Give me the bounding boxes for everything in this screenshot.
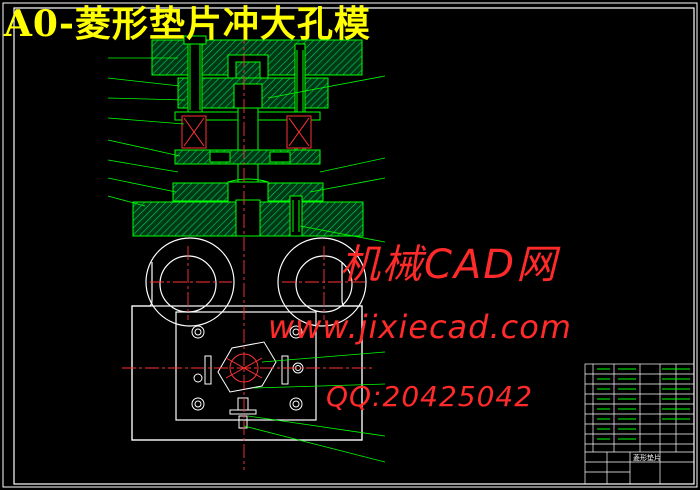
title-block-drawing-name: 菱形垫片: [633, 454, 661, 462]
punch: [237, 107, 259, 183]
drawing-title: A0-菱形垫片冲大孔模: [4, 3, 371, 45]
leader-lines-plan: [243, 351, 386, 463]
leader-lines-section: [107, 57, 386, 243]
title-block-text-marks: [597, 368, 690, 440]
watermark-qq: QQ:20425042: [326, 380, 534, 413]
die-section-view: [132, 35, 364, 237]
lower-die-plan-view: [131, 237, 367, 441]
centerlines: [122, 30, 372, 470]
plan-view-holes: [191, 325, 304, 429]
stripper-plate: [174, 149, 321, 165]
title-block: [584, 363, 695, 485]
watermark-url: www.jixiecad.com: [268, 308, 572, 346]
watermark-site-name: 机械CAD网: [340, 242, 559, 288]
